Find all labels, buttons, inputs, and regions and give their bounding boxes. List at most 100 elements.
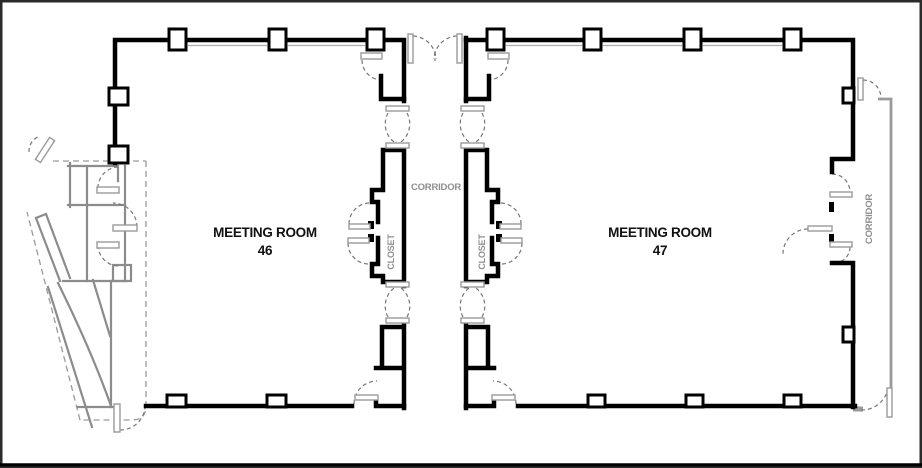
door-swing-arc <box>860 388 889 411</box>
door-leaf <box>348 223 371 230</box>
right-corridor-line <box>853 97 893 412</box>
door-leaf <box>460 317 485 324</box>
ramp-edge <box>34 212 48 220</box>
door-swing-arc <box>833 246 851 264</box>
column <box>167 27 188 52</box>
door-swing-arc <box>831 173 851 193</box>
door-swing-arc <box>347 242 369 265</box>
door-stub <box>829 234 834 242</box>
room46-title: MEETING ROOM <box>213 225 317 240</box>
closet46-label: CLOSET <box>386 234 396 270</box>
corridor-right-label: CORRIDOR <box>864 194 875 244</box>
dashed-line <box>80 161 147 421</box>
door-swing-arc <box>499 202 522 225</box>
door-swing-arc <box>119 407 146 431</box>
door-leaf <box>460 105 485 112</box>
door-swing-arc <box>384 285 398 318</box>
room47-wall <box>463 37 856 175</box>
door-leaf <box>829 191 853 198</box>
column <box>582 27 603 52</box>
stair-structure <box>34 161 133 429</box>
door-swing-arc <box>348 202 371 225</box>
column <box>365 27 386 52</box>
door-swing-arc <box>112 202 138 228</box>
door-leaf <box>491 394 516 401</box>
room46-closet-wall <box>369 145 407 289</box>
corridor-wall-gray <box>878 97 893 388</box>
ramp-edge <box>91 278 112 338</box>
door-swing-arcs <box>28 35 889 431</box>
door-leaf <box>807 225 833 232</box>
door-leaf <box>829 241 853 248</box>
column <box>165 393 188 409</box>
door-leaf <box>499 223 522 230</box>
columns <box>107 27 856 409</box>
column <box>684 393 705 409</box>
room47-vestibule-wall <box>463 73 492 102</box>
room47-vestibule-wall <box>463 322 497 411</box>
door-swing-arc <box>459 112 473 145</box>
door-stub <box>368 221 374 229</box>
door-swing-arc <box>28 135 41 153</box>
room47-number: 47 <box>653 243 667 258</box>
door-swing-arc <box>384 112 398 145</box>
door-swing-arc <box>353 380 378 405</box>
dashed-line <box>26 211 81 421</box>
door-leaf <box>500 237 523 244</box>
column <box>267 27 288 52</box>
column <box>841 325 856 344</box>
door-leaf <box>347 237 370 244</box>
door-swing-arc <box>472 112 486 145</box>
labels: MEETING ROOM 46 MEETING ROOM 47 CORRIDOR… <box>213 182 875 270</box>
column <box>586 393 607 409</box>
door-swing-arc <box>862 79 882 99</box>
door-leaf <box>34 136 56 164</box>
door-leaf <box>487 52 510 60</box>
door-leaf <box>460 142 485 149</box>
column <box>265 393 288 409</box>
door-leaf <box>113 403 121 433</box>
door-leaf <box>456 33 463 64</box>
door-swing-arc <box>492 380 517 405</box>
door-stub <box>496 221 502 229</box>
walls <box>112 35 858 411</box>
door-stub <box>496 234 502 242</box>
gray-box <box>111 263 133 283</box>
room46-number: 46 <box>258 243 273 258</box>
door-stub <box>829 202 834 212</box>
ramp-edge <box>44 212 72 280</box>
door-stubs <box>368 202 834 242</box>
column <box>682 27 703 52</box>
door-swing-arc <box>782 228 809 255</box>
door-swing-arc <box>433 35 458 60</box>
room46-vestibule-wall <box>373 322 407 411</box>
corridor-center-label: CORRIDOR <box>411 182 461 193</box>
door-swing-arc <box>459 285 473 318</box>
column <box>485 27 506 52</box>
ramp-edge <box>46 285 94 429</box>
door-stub <box>368 234 374 242</box>
door-leaf <box>112 224 138 232</box>
door-leaf <box>96 186 120 194</box>
door-leafs <box>34 33 893 433</box>
door-leaf <box>460 281 485 288</box>
door-swing-arc <box>397 112 411 145</box>
escalator-curve <box>56 281 113 408</box>
door-leaf <box>354 394 379 401</box>
column <box>782 27 803 52</box>
door-leaf <box>360 52 383 60</box>
door-leaf <box>385 317 410 324</box>
door-leaf <box>857 77 864 101</box>
column <box>782 393 803 409</box>
room47-title: MEETING ROOM <box>608 225 712 240</box>
door-swing-arc <box>501 242 523 265</box>
door-swing-arc <box>97 166 120 189</box>
door-swing-arc <box>397 285 411 318</box>
door-leaf <box>385 281 410 288</box>
door-leaf <box>385 142 410 149</box>
room47-wall <box>829 260 856 410</box>
column <box>841 86 856 105</box>
